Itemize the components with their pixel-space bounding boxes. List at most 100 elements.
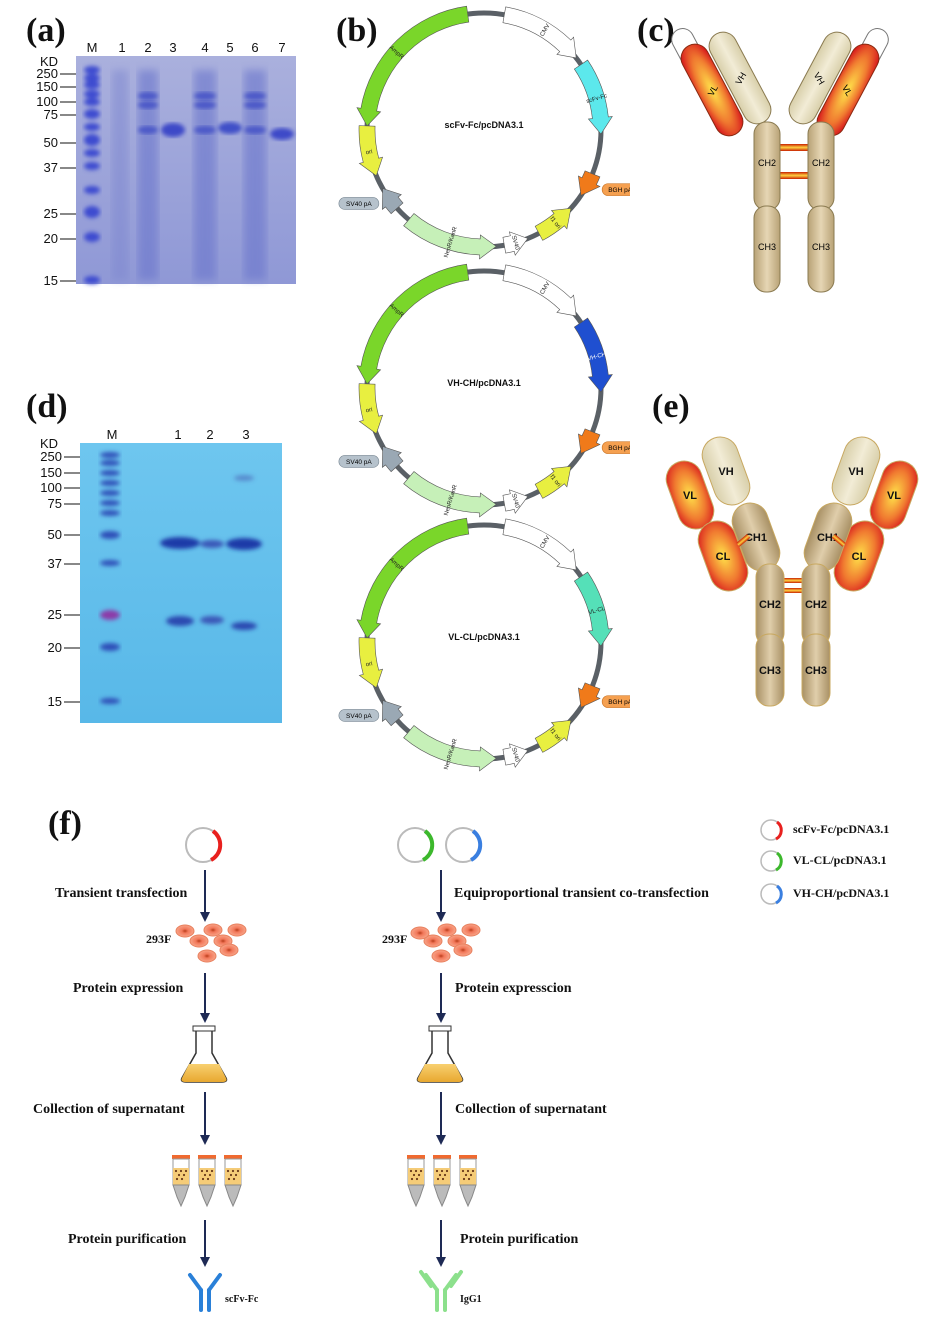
gel-a-marker-label: 50 bbox=[44, 135, 58, 150]
legend-label: VH-CH/pcDNA3.1 bbox=[793, 886, 890, 900]
plasmid-feature-sv40-pa bbox=[382, 188, 404, 215]
legend-label: VL-CL/pcDNA3.1 bbox=[793, 853, 887, 867]
plasmid-feature-neor-kanr bbox=[403, 213, 497, 260]
gel-a-marker-lane bbox=[84, 66, 100, 284]
purification-column bbox=[459, 1155, 477, 1208]
gel-d-marker-label: 50 bbox=[48, 527, 62, 542]
plasmid-feature-sv40 bbox=[502, 489, 529, 514]
plasmid-feature-ampr bbox=[356, 5, 470, 127]
step-co-transfection: Equiproportional transient co-transfecti… bbox=[454, 886, 709, 901]
gel-a-lane-label: 2 bbox=[144, 40, 151, 55]
gel-a-sample-lanes bbox=[112, 70, 294, 280]
product-scfv-fc-label: scFv-Fc bbox=[225, 1294, 259, 1305]
gel-a-ticks bbox=[60, 73, 76, 282]
product-igg1-label: IgG1 bbox=[460, 1294, 482, 1305]
gel-d-marker-label: 25 bbox=[48, 607, 62, 622]
gel-a-marker-labels: KD 250 150 100 75 50 37 25 20 15 bbox=[36, 54, 58, 288]
gel-d-marker-label: 15 bbox=[48, 694, 62, 709]
gel-d-sample-lanes bbox=[160, 475, 262, 630]
gel-a-lane-label: 4 bbox=[201, 40, 208, 55]
step-purification-left: Protein purification bbox=[68, 1232, 187, 1247]
purification-column bbox=[224, 1155, 242, 1208]
gel-a-kd-label: KD bbox=[40, 54, 58, 69]
flask-icon-right bbox=[416, 1025, 464, 1083]
antibody-icon-scfv-fc bbox=[188, 1273, 222, 1312]
gel-d-ticks bbox=[64, 456, 80, 703]
cl-label-left: CL bbox=[716, 551, 731, 563]
ch3-domain-right bbox=[801, 633, 831, 707]
svg-text:SV40: SV40 bbox=[510, 235, 520, 251]
svg-text:scFv-Fc: scFv-Fc bbox=[586, 93, 608, 105]
legend-label: scFv-Fc/pcDNA3.1 bbox=[793, 822, 890, 836]
gel-a-lane-label: M bbox=[87, 40, 98, 55]
gel-d-lane-labels: M 1 2 3 bbox=[107, 427, 250, 442]
gel-a: M 1 2 3 4 5 6 7 KD 250 150 100 75 50 37 … bbox=[36, 40, 296, 288]
gel-a-marker-label: 25 bbox=[44, 206, 58, 221]
plasmid-name: scFv-Fc/pcDNA3.1 bbox=[444, 120, 523, 130]
svg-text:VH-CH: VH-CH bbox=[587, 352, 607, 363]
antibody-igg1: VH VL CL CH1 VH VL CL CH1 CH2 CH2 bbox=[665, 436, 919, 707]
vl-label-right: VL bbox=[840, 83, 854, 98]
disulfide-bond bbox=[831, 533, 846, 547]
gel-d-marker-label: 75 bbox=[48, 496, 62, 511]
gel-d: M 1 2 3 KD 250 150 100 75 50 37 25 20 15 bbox=[40, 427, 282, 723]
gel-d-marker-labels: KD 250 150 100 75 50 37 25 20 15 bbox=[40, 436, 62, 709]
ch3-domain-left bbox=[753, 205, 781, 293]
plasmid-icon-scfv-fc bbox=[185, 827, 223, 863]
plasmid-feature-bgh-pa bbox=[578, 428, 601, 454]
plasmid-feature-ampr bbox=[356, 517, 470, 639]
plasmid-feature-vh-ch bbox=[573, 317, 613, 393]
purification-column bbox=[433, 1155, 451, 1208]
gel-a-lane-labels: M 1 2 3 4 5 6 7 bbox=[87, 40, 286, 55]
panel-label-d: (d) bbox=[26, 388, 68, 425]
step-protein-expression-right: Protein expresscion bbox=[455, 981, 572, 996]
gel-a-lane-label: 7 bbox=[278, 40, 285, 55]
plasmid-feature-ori bbox=[358, 383, 384, 435]
plasmid-feature-bgh-pa bbox=[578, 170, 601, 196]
gel-a-marker-label: 250 bbox=[36, 66, 58, 81]
svg-text:VL-CL: VL-CL bbox=[588, 606, 607, 617]
plasmid-feature-cmv bbox=[502, 518, 577, 571]
disulfide-bond bbox=[780, 588, 806, 593]
antibody-scfv-fc: VL VH VH VL CH2 CH2 CH3 CH3 bbox=[671, 28, 889, 293]
vl-label-left: VL bbox=[706, 83, 720, 98]
gel-a-lane-label: 3 bbox=[169, 40, 176, 55]
svg-text:SV40 pA: SV40 pA bbox=[346, 713, 372, 720]
gel-a-marker-label: 150 bbox=[36, 79, 58, 94]
purification-column bbox=[198, 1155, 216, 1208]
disulfide-bond bbox=[778, 172, 810, 179]
plasmid-feature-neor-kanr bbox=[403, 725, 497, 772]
plasmid-feature-vl-cl bbox=[573, 571, 613, 647]
step-transient-transfection: Transient transfection bbox=[55, 886, 188, 901]
legend-icons bbox=[760, 819, 783, 905]
plasmid-feature-f1-ori bbox=[534, 207, 572, 241]
workflow-graphics bbox=[172, 819, 783, 1312]
vl-label-right: VL bbox=[887, 490, 901, 502]
vl-label-left: VL bbox=[683, 490, 697, 502]
ch2-label-right: CH2 bbox=[812, 158, 830, 168]
plasmid-feature-f1-ori bbox=[534, 465, 572, 499]
vh-label-left: VH bbox=[718, 466, 733, 478]
ch2-label-left: CH2 bbox=[759, 599, 781, 611]
plasmid-icon-vl-cl bbox=[397, 827, 435, 863]
plasmid-feature-neor-kanr bbox=[403, 471, 497, 518]
gel-a-lane-label: 1 bbox=[118, 40, 125, 55]
gel-a-marker-label: 75 bbox=[44, 107, 58, 122]
gel-d-marker-label: 250 bbox=[40, 449, 62, 464]
step-collection-left: Collection of supernatant bbox=[33, 1102, 185, 1117]
gel-d-marker-label: 20 bbox=[48, 640, 62, 655]
ch3-label-right: CH3 bbox=[805, 665, 827, 677]
gel-d-lane-label: 2 bbox=[206, 427, 213, 442]
gel-d-marker-label: 150 bbox=[40, 465, 62, 480]
gel-d-lane-label: 1 bbox=[174, 427, 181, 442]
gel-d-marker-label: 37 bbox=[48, 556, 62, 571]
panel-label-f: (f) bbox=[48, 805, 82, 842]
gel-d-lane-label: 3 bbox=[242, 427, 249, 442]
purification-column bbox=[172, 1155, 190, 1208]
cells-293f-right bbox=[410, 923, 481, 963]
gel-d-marker-lane bbox=[100, 452, 120, 704]
svg-text:BGH pA: BGH pA bbox=[608, 187, 630, 194]
gel-d-lane-label: M bbox=[107, 427, 118, 442]
cl-domain-left bbox=[697, 520, 749, 592]
svg-text:SV40 pA: SV40 pA bbox=[346, 201, 372, 208]
